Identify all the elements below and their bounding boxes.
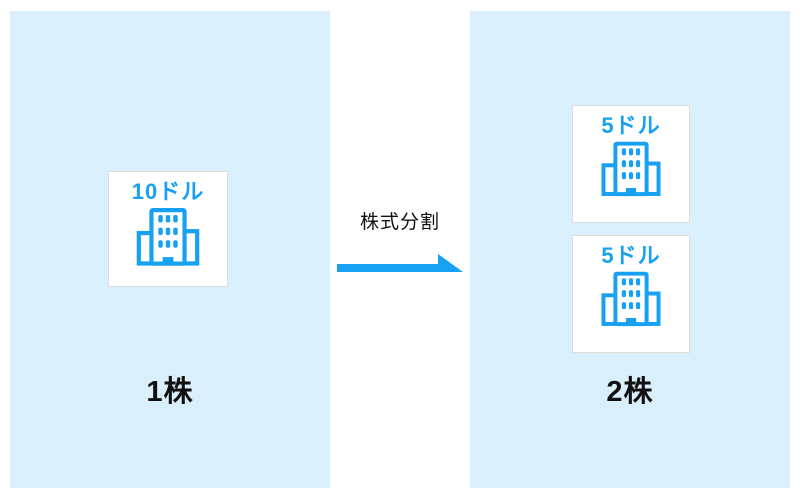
right-arrow-icon bbox=[337, 254, 463, 272]
after-split-panel: 5ドル 5ドル bbox=[470, 11, 790, 488]
building-icon bbox=[136, 208, 200, 266]
after-share-count-label: 2株 bbox=[606, 376, 654, 408]
share-card-after-1: 5ドル bbox=[572, 105, 690, 223]
share-price-label: 10ドル bbox=[131, 179, 205, 204]
share-card-after-2: 5ドル bbox=[572, 235, 690, 353]
share-price-label: 5ドル bbox=[601, 113, 661, 138]
building-icon bbox=[601, 271, 661, 327]
before-share-count-label: 1株 bbox=[146, 376, 194, 408]
split-transition: 株式分割 bbox=[330, 0, 470, 500]
building-icon bbox=[601, 141, 661, 197]
split-transition-label: 株式分割 bbox=[359, 212, 440, 233]
share-price-label: 5ドル bbox=[601, 243, 661, 268]
before-split-panel: 10ドル 1株 bbox=[10, 11, 330, 488]
share-card-before: 10ドル bbox=[108, 171, 228, 287]
